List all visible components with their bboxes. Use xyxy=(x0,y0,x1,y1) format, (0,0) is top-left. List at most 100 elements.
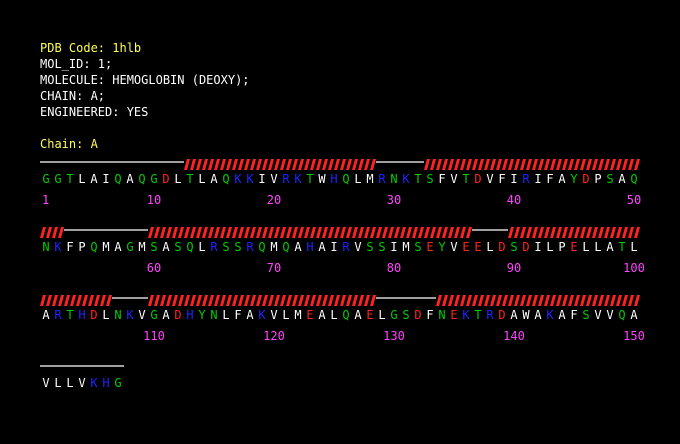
residue: L xyxy=(594,240,602,254)
helix-segment xyxy=(148,227,472,238)
residue: L xyxy=(54,376,62,390)
residue: H xyxy=(102,376,110,390)
secondary-structure-track xyxy=(40,365,124,367)
chain-label: Chain: A xyxy=(40,137,98,151)
residue: S xyxy=(222,240,230,254)
residue: S xyxy=(366,240,374,254)
residue: F xyxy=(498,172,506,186)
residue: I xyxy=(534,172,542,186)
residue: L xyxy=(582,240,590,254)
residue: D xyxy=(498,308,506,322)
residue: Y xyxy=(198,308,206,322)
residue: G xyxy=(42,172,50,186)
residue: H xyxy=(330,172,338,186)
helix-segment xyxy=(40,227,64,238)
residue: F xyxy=(426,308,434,322)
residue: V xyxy=(450,172,458,186)
residue: L xyxy=(66,376,74,390)
residue: W xyxy=(318,172,326,186)
residue: F xyxy=(570,308,578,322)
residue: E xyxy=(450,308,458,322)
residue: K xyxy=(258,308,266,322)
engineered-flag: ENGINEERED: YES xyxy=(40,105,149,119)
residue: S xyxy=(234,240,242,254)
residue: Q xyxy=(222,172,230,186)
secondary-structure-track xyxy=(40,227,640,238)
residue: R xyxy=(342,240,350,254)
residue: E xyxy=(474,240,482,254)
residue: Q xyxy=(342,172,350,186)
residue: V xyxy=(42,376,50,390)
residue: L xyxy=(222,308,230,322)
residue: I xyxy=(510,172,518,186)
residue: A xyxy=(162,240,170,254)
residue: L xyxy=(546,240,554,254)
residue: R xyxy=(522,172,530,186)
residue: D xyxy=(90,308,98,322)
residue: K xyxy=(546,308,554,322)
residue-number: 100 xyxy=(623,261,645,275)
residue: W xyxy=(522,308,530,322)
residue: K xyxy=(126,308,134,322)
residue: D xyxy=(498,240,506,254)
residue: V xyxy=(606,308,614,322)
residue: Q xyxy=(186,240,194,254)
residue: V xyxy=(594,308,602,322)
residue: V xyxy=(270,308,278,322)
residue: L xyxy=(354,172,362,186)
residue: A xyxy=(354,308,362,322)
residue: K xyxy=(90,376,98,390)
residue: L xyxy=(282,308,290,322)
residue-number: 150 xyxy=(623,329,645,343)
residue-number: 70 xyxy=(266,261,282,275)
residue: Q xyxy=(342,308,350,322)
residue: M xyxy=(102,240,110,254)
residue: P xyxy=(558,240,566,254)
residue: F xyxy=(546,172,554,186)
residue: F xyxy=(66,240,74,254)
residue: D xyxy=(474,172,482,186)
residue: T xyxy=(306,172,314,186)
residue: Q xyxy=(630,172,638,186)
residue: D xyxy=(414,308,422,322)
residue: R xyxy=(210,240,218,254)
residue: N xyxy=(390,172,398,186)
residue: Q xyxy=(138,172,146,186)
residue: H xyxy=(78,308,86,322)
residue: K xyxy=(54,240,62,254)
residue: R xyxy=(246,240,254,254)
secondary-structure-track xyxy=(40,295,640,306)
residue: V xyxy=(270,172,278,186)
residue: A xyxy=(90,172,98,186)
residue: L xyxy=(78,172,86,186)
residue: S xyxy=(150,240,158,254)
residue: E xyxy=(426,240,434,254)
residue: F xyxy=(234,308,242,322)
residue: Q xyxy=(258,240,266,254)
residue: D xyxy=(162,172,170,186)
residue: A xyxy=(534,308,542,322)
residue: M xyxy=(270,240,278,254)
residue: R xyxy=(378,172,386,186)
residue: V xyxy=(486,172,494,186)
residue-number: 110 xyxy=(143,329,165,343)
residue: A xyxy=(162,308,170,322)
residue: S xyxy=(510,240,518,254)
residue: K xyxy=(462,308,470,322)
residue: G xyxy=(150,308,158,322)
residue: E xyxy=(366,308,374,322)
residue: S xyxy=(174,240,182,254)
residue: N xyxy=(42,240,50,254)
residue: K xyxy=(234,172,242,186)
residue: T xyxy=(618,240,626,254)
molecule-name: MOLECULE: HEMOGLOBIN (DEOXY); xyxy=(40,73,250,87)
residue: D xyxy=(174,308,182,322)
residue: L xyxy=(102,308,110,322)
residue: S xyxy=(426,172,434,186)
residue: A xyxy=(318,240,326,254)
helix-segment xyxy=(148,295,376,306)
residue: A xyxy=(246,308,254,322)
